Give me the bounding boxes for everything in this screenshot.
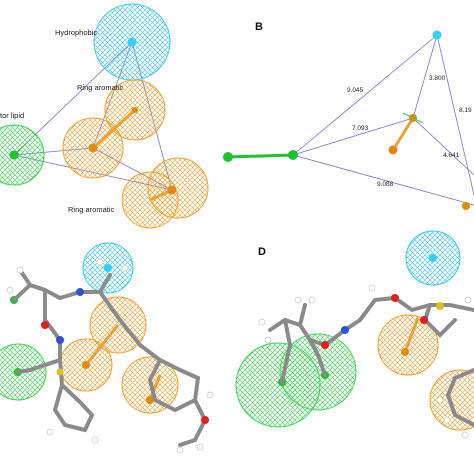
hydrophobic-sphere-d (405, 230, 461, 286)
nitrogen-atoms-d (341, 326, 349, 334)
label-lipid: tor lipid (0, 111, 24, 120)
panel-d: D (235, 230, 474, 439)
label-hydrophobic: Hydrophobic (55, 28, 97, 37)
distance-label-2: 3.800 (429, 75, 446, 82)
lipid-spheres-c (0, 296, 47, 401)
label-ring-aromatic-2: Ring aromatic (68, 205, 115, 214)
distance-label-5: 4.641 (443, 152, 460, 159)
ring-aromatic-feature-a2 (121, 157, 209, 229)
distance-label-3: 8.19 (459, 107, 472, 114)
ligand-molecule-d (258, 284, 474, 439)
distance-label-1: 9.045 (347, 87, 364, 94)
hydrophobic-sphere-c (82, 242, 134, 294)
panel-b: B 9.045 3.800 (223, 21, 474, 210)
ring-aromatic-feature-a1 (62, 79, 166, 179)
panel-b-letter: B (255, 21, 263, 33)
oxygen-atoms-d (321, 294, 428, 349)
nitrogen-atoms-c (56, 288, 84, 344)
lipid-sphere-a (0, 124, 45, 186)
lipid-spheres-d (235, 333, 357, 428)
panel-b-distance-lines (292, 34, 474, 206)
hydrogen-atoms-c (6, 258, 214, 454)
ring-aromatic-spheres-d (377, 314, 474, 431)
hydrophobic-sphere-a (93, 3, 171, 81)
distance-label-6: 9.088 (377, 181, 394, 188)
sulfur-atoms-d (436, 302, 444, 310)
label-ring-aromatic-1: Ring aromatic (77, 83, 124, 92)
sulfur-atoms-c (56, 368, 64, 376)
panel-a: Hydrophobic Ring aromatic tor lipid Ring… (0, 3, 209, 229)
distance-label-4: 7.093 (352, 125, 369, 132)
lipid-vector-b (223, 150, 298, 162)
ligand-molecule-c (6, 258, 214, 454)
ring-aromatic-spheres-c (59, 296, 179, 414)
hydrogen-atoms-d (258, 284, 472, 439)
panel-c (0, 242, 214, 454)
ring-aromatic-vector-b (388, 112, 424, 155)
ring-aromatic-center-b2 (462, 202, 470, 210)
oxygen-atoms-c (41, 321, 209, 424)
panel-d-letter: D (258, 246, 266, 258)
hydrophobic-center-b (432, 30, 442, 40)
